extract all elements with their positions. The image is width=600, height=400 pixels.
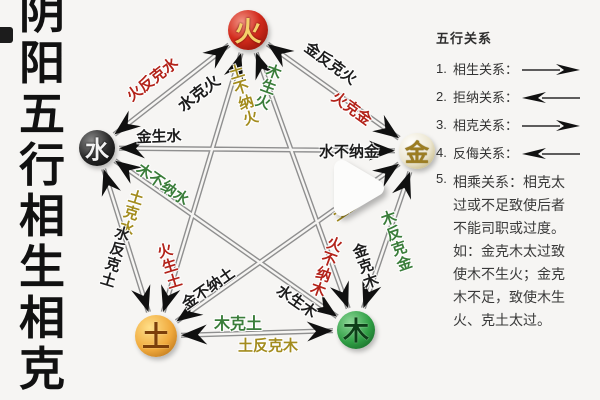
legend-item-overwhelming: 5. 相乘关系：相克太过或不足致使后者不能司职或过度。如：金克木太过致使木不生火… [436, 171, 598, 332]
label-earth-counter-restrains-wood: 土反克木 [237, 338, 299, 355]
node-water-char: 水 [85, 137, 109, 164]
label-wood-restrains-earth: 木克土 [213, 316, 263, 333]
node-earth-char: 土 [141, 322, 170, 353]
node-earth: 土 [135, 315, 177, 357]
node-metal-char: 金 [405, 140, 429, 167]
legend-item-label: 相生关系： [453, 62, 519, 77]
legend-item-generation: 1. 相生关系： [436, 59, 598, 78]
label-metal-generates-water: 金生水 [136, 128, 182, 147]
corner-artifact [0, 27, 13, 43]
play-button[interactable] [330, 155, 388, 226]
legend-panel: 五行关系 1. 相生关系： 2. 拒纳关系： 3. 相克关系： [436, 28, 598, 332]
node-water: 水 [79, 130, 115, 166]
legend-item-number: 2. [436, 89, 447, 104]
node-wood: 木 [337, 311, 375, 349]
legend-item-label: 反侮关系： [453, 146, 519, 161]
node-fire: 火 [228, 10, 268, 50]
legend-title: 五行关系 [436, 31, 493, 46]
label-water-rejects-metal: 水不纳金 [318, 144, 380, 161]
legend-item-number: 3. [436, 117, 447, 132]
legend-item-label: 拒纳关系： [453, 90, 519, 105]
node-metal: 金 [399, 133, 435, 169]
legend-item-label: 相克关系： [453, 118, 519, 133]
legend-item-rejection: 2. 拒纳关系： [436, 87, 598, 106]
legend-item-number: 5. [436, 171, 447, 186]
vertical-title: 阴阳五行相生相克 [19, 0, 65, 395]
legend-item-text: 相乘关系：相克太过或不足致使后者不能司职或过度。如：金克木太过致使木不生火；金克… [453, 174, 565, 328]
node-wood-char: 木 [342, 316, 369, 346]
rejection-left-arrow-icon [522, 91, 581, 103]
play-icon [334, 160, 384, 216]
legend-item-restraint: 3. 相克关系： [436, 115, 598, 134]
legend-item-counter-restraint: 4. 反侮关系： [436, 143, 598, 162]
legend-item-number: 1. [436, 61, 447, 76]
counter-restraint-left-arrow-icon [522, 147, 581, 159]
generation-right-arrow-icon [522, 63, 581, 75]
legend-item-number: 4. [436, 145, 447, 160]
node-fire-char: 火 [234, 16, 262, 47]
restraint-right-arrow-icon [522, 119, 581, 131]
